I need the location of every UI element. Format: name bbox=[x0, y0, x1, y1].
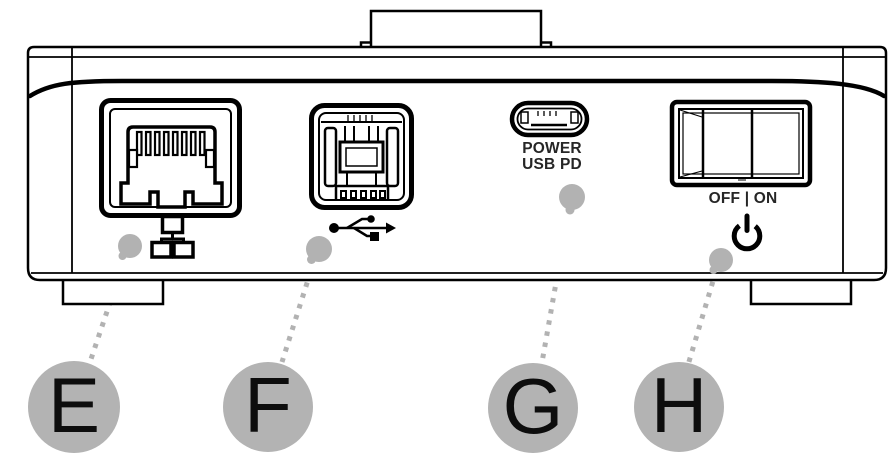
usb-c-clip-left bbox=[520, 111, 529, 124]
power-icon bbox=[731, 213, 763, 252]
power-switch bbox=[669, 99, 813, 188]
anchor-tail-e bbox=[118, 252, 127, 260]
anchor-tail-h bbox=[709, 266, 718, 274]
usb-port-teeth bbox=[340, 190, 386, 199]
usb-port-pillar-left bbox=[323, 126, 338, 188]
ethernet-jack-pins bbox=[135, 130, 206, 157]
usb-port-pillar-right bbox=[385, 126, 400, 188]
power-switch-dividers bbox=[701, 109, 754, 178]
leader-line-e bbox=[86, 257, 128, 366]
ethernet-jack-latch-left bbox=[127, 148, 139, 169]
usb-port-top-ticks bbox=[347, 115, 373, 122]
usb-c-clip-right bbox=[570, 111, 579, 124]
leader-line-h bbox=[685, 270, 719, 366]
ethernet-jack-latch-right bbox=[204, 148, 216, 169]
usb-port bbox=[309, 103, 414, 210]
power-switch-bezel bbox=[678, 108, 804, 179]
anchor-tail-f bbox=[307, 255, 316, 264]
usb-port-tongue-inner bbox=[345, 147, 378, 167]
panel-seam bbox=[27, 78, 887, 99]
callout-f: F bbox=[223, 362, 313, 452]
usb-c-ticks bbox=[537, 111, 557, 116]
usb-c-port-label: POWER USB PD bbox=[522, 140, 582, 173]
callout-e: E bbox=[28, 361, 120, 453]
power-switch-label: OFF | ON bbox=[708, 190, 778, 207]
callout-h: H bbox=[634, 362, 724, 452]
usb-port-comb bbox=[334, 184, 390, 199]
anchor-dot-g bbox=[559, 184, 585, 210]
anchor-dot-e bbox=[118, 234, 142, 258]
ethernet-port bbox=[99, 98, 242, 218]
ethernet-icon bbox=[150, 214, 195, 259]
mounting-tab bbox=[359, 9, 553, 47]
usb-c-port bbox=[509, 100, 590, 138]
foot-left bbox=[61, 280, 165, 306]
foot-right bbox=[749, 280, 853, 306]
callout-g: G bbox=[488, 363, 578, 453]
anchor-tail-g bbox=[565, 205, 575, 215]
usb-port-legs bbox=[346, 172, 377, 186]
anchor-dot-h bbox=[709, 248, 733, 272]
usb-icon bbox=[329, 215, 396, 241]
ethernet-jack bbox=[119, 125, 224, 209]
callout-anchors bbox=[118, 184, 733, 274]
power-switch-rocker bbox=[682, 112, 800, 175]
usb-port-contacts bbox=[344, 126, 379, 143]
power-switch-shading bbox=[679, 109, 746, 181]
